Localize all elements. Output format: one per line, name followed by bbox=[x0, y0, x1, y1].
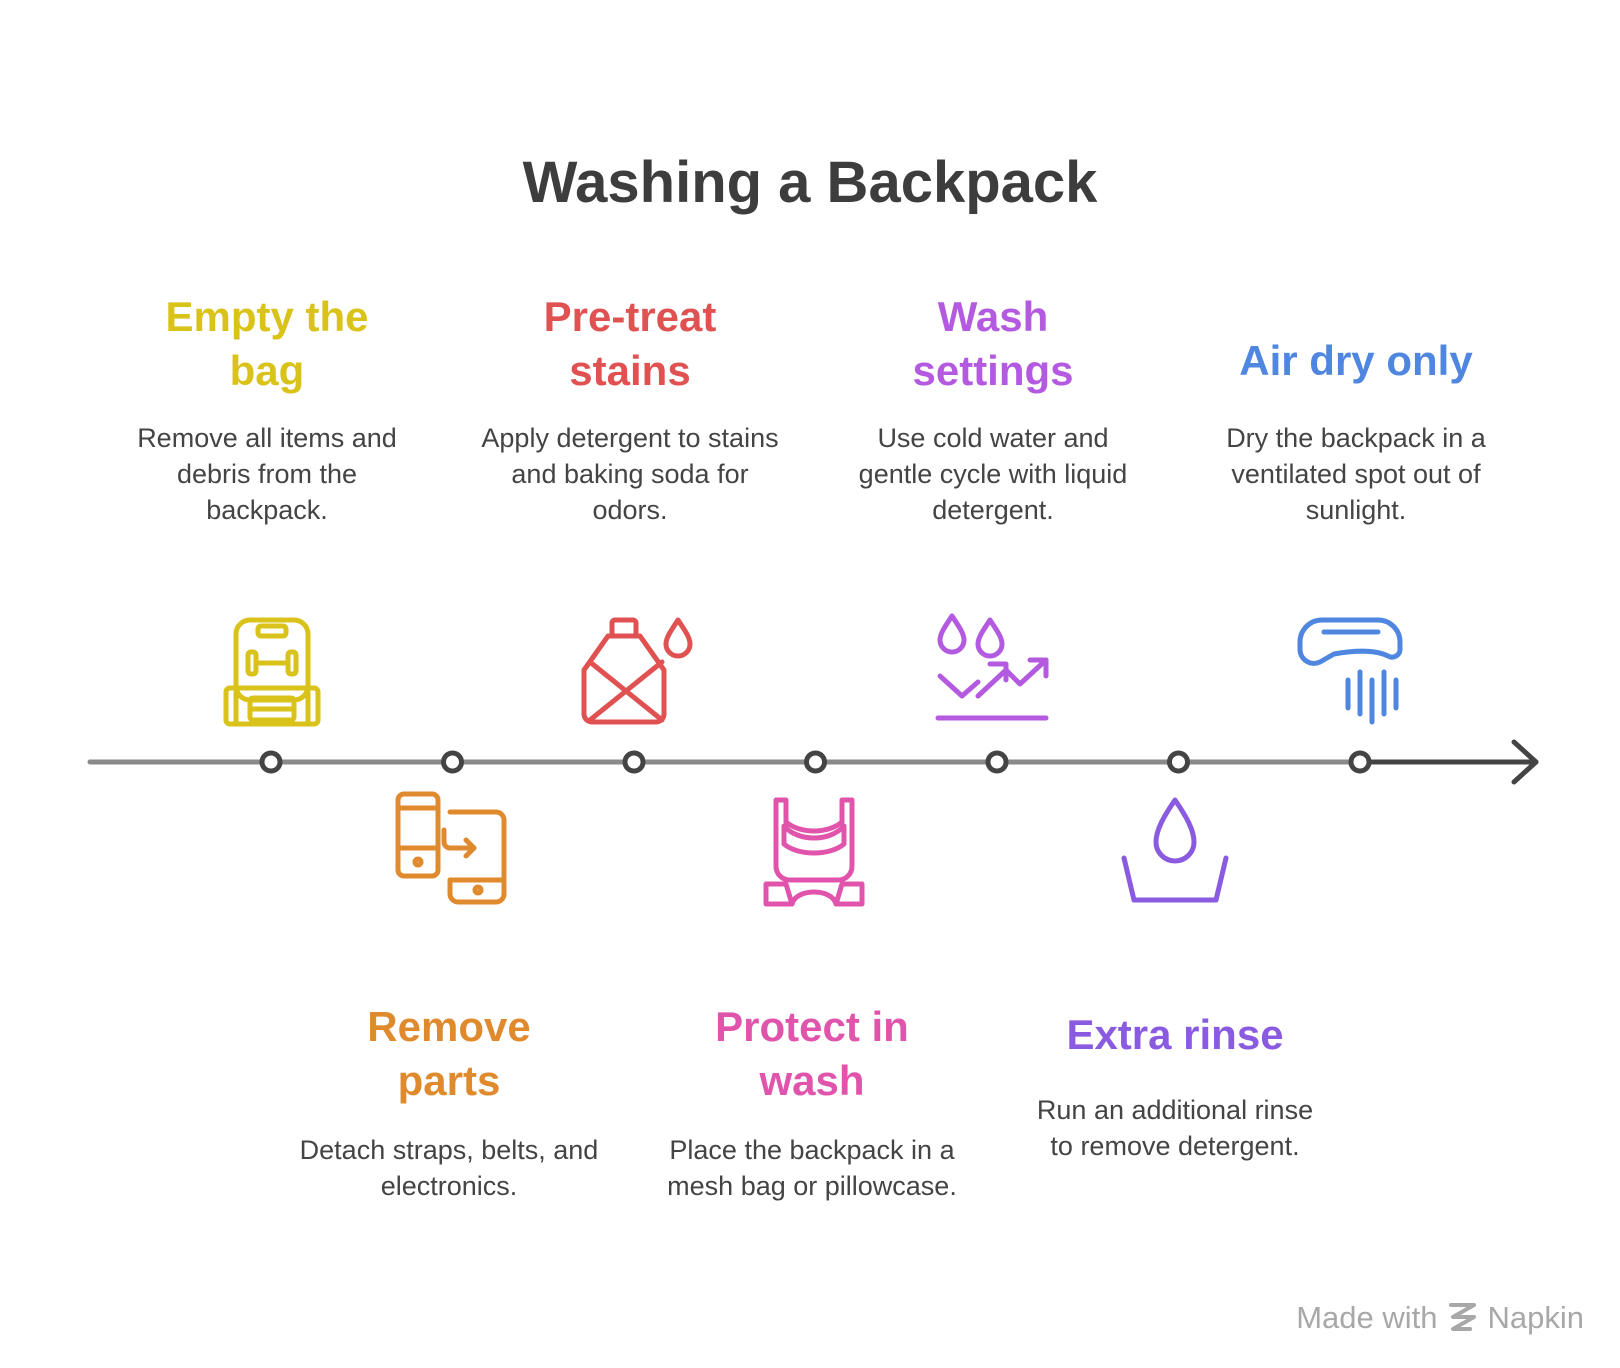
step-description: Dry the backpack in a ventilated spot ou… bbox=[1226, 423, 1486, 525]
step-empty-the-bag: Empty the bag Remove all items and debri… bbox=[117, 280, 417, 528]
napkin-brand-label: Napkin bbox=[1487, 1300, 1585, 1335]
timeline-nodes bbox=[259, 750, 1372, 774]
step-title-line: Wash bbox=[937, 293, 1049, 340]
step-title-line: Remove bbox=[367, 1003, 531, 1050]
step-pre-treat-stains: Pre-treat stains Apply detergent to stai… bbox=[480, 280, 780, 528]
step-title-line: bag bbox=[229, 347, 305, 394]
timeline-node bbox=[1167, 750, 1190, 774]
step-title-line: Empty the bbox=[165, 293, 369, 340]
step-title: Wash settings bbox=[843, 290, 1143, 398]
step-description: Detach straps, belts, and electronics. bbox=[299, 1135, 599, 1201]
hand-dryer-icon bbox=[1297, 617, 1403, 725]
step-description: Run an additional rinse to remove deterg… bbox=[1036, 1095, 1314, 1161]
step-remove-parts: Remove parts Detach straps, belts, and e… bbox=[299, 1000, 599, 1204]
step-air-dry-only: Air dry only Dry the backpack in a venti… bbox=[1206, 280, 1506, 528]
step-description: Use cold water and gentle cycle with liq… bbox=[858, 423, 1128, 525]
step-title: Pre-treat stains bbox=[480, 290, 780, 398]
step-description: Place the backpack in a mesh bag or pill… bbox=[667, 1135, 957, 1201]
step-title-line: Air dry only bbox=[1239, 337, 1473, 384]
step-title-line: parts bbox=[397, 1057, 501, 1104]
napkin-logo-icon bbox=[1448, 1303, 1476, 1331]
footer-credit: Made with Napkin bbox=[1296, 1300, 1584, 1336]
step-title-line: Pre-treat bbox=[543, 293, 717, 340]
step-title: Extra rinse bbox=[1025, 1008, 1325, 1062]
baby-carrier-icon bbox=[763, 797, 865, 907]
step-protect-in-wash: Protect in wash Place the backpack in a … bbox=[662, 1000, 962, 1204]
made-with-label: Made with bbox=[1296, 1300, 1438, 1335]
step-title: Remove parts bbox=[299, 1000, 599, 1108]
step-title-line: stains bbox=[569, 347, 691, 394]
timeline-node bbox=[259, 750, 283, 774]
step-title-line: Extra rinse bbox=[1066, 1011, 1284, 1058]
no-stain-bottle-icon bbox=[581, 617, 693, 725]
step-title: Protect in wash bbox=[662, 1000, 962, 1108]
diagram-title: Washing a Backpack bbox=[522, 150, 1098, 215]
drops-trend-icon bbox=[935, 613, 1049, 721]
timeline-node bbox=[441, 750, 464, 774]
timeline-node bbox=[622, 750, 646, 774]
backpack-icon bbox=[223, 617, 321, 727]
step-description: Apply detergent to stains and baking sod… bbox=[481, 423, 779, 525]
devices-transfer-icon bbox=[395, 791, 507, 905]
step-title-line: settings bbox=[912, 347, 1074, 394]
step-title: Air dry only bbox=[1206, 334, 1506, 388]
timeline-node bbox=[1348, 750, 1372, 774]
water-drop-basin-icon bbox=[1121, 797, 1229, 903]
step-wash-settings: Wash settings Use cold water and gentle … bbox=[843, 280, 1143, 528]
step-description: Remove all items and debris from the bac… bbox=[137, 423, 397, 525]
timeline-node bbox=[804, 750, 827, 774]
step-title-line: Protect in bbox=[715, 1003, 909, 1050]
step-title: Empty the bag bbox=[117, 290, 417, 398]
step-extra-rinse: Extra rinse Run an additional rinse to r… bbox=[1025, 1008, 1325, 1164]
timeline-arrowhead bbox=[1511, 739, 1539, 785]
timeline-node bbox=[985, 750, 1009, 774]
step-title-line: wash bbox=[759, 1057, 865, 1104]
